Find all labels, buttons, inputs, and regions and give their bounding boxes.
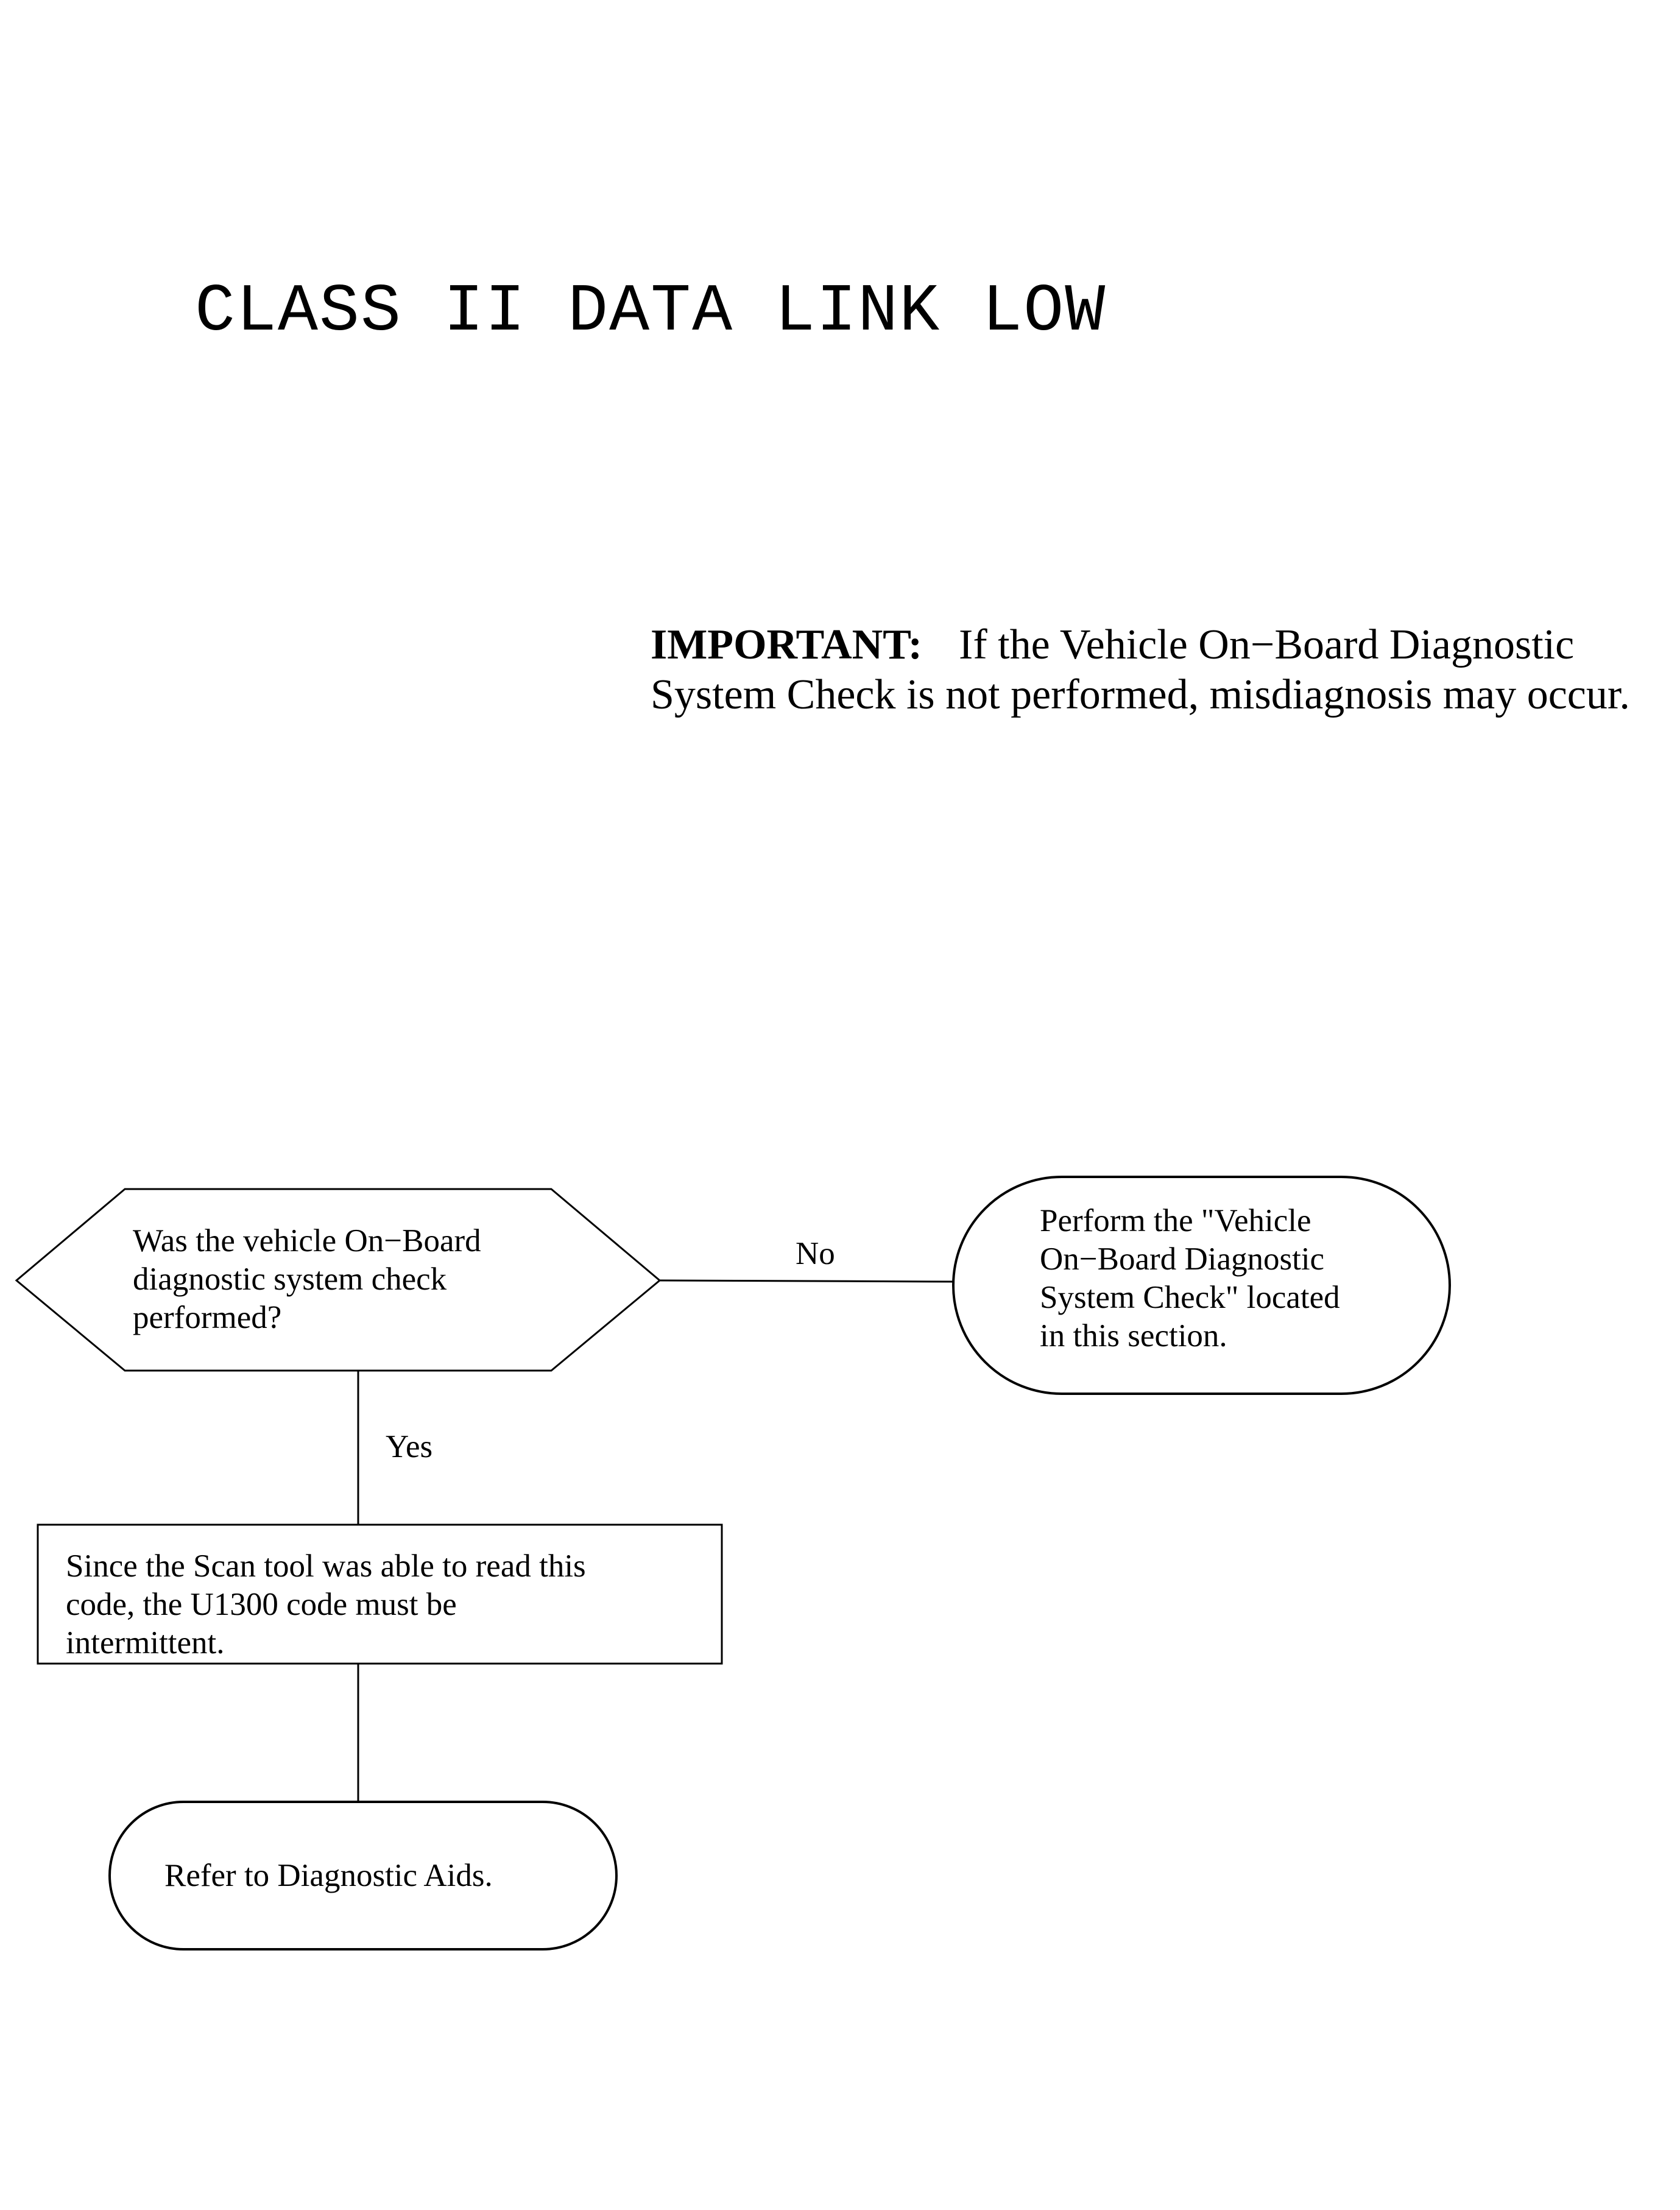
end-terminator xyxy=(108,1801,618,1951)
no-action-terminator xyxy=(952,1176,1451,1395)
important-text-1: If the Vehicle On−Board Diagnostic xyxy=(959,621,1575,668)
process-line: intermittent. xyxy=(66,1625,225,1661)
yes-label: Yes xyxy=(386,1429,433,1464)
no-action-line: System Check" located xyxy=(1040,1280,1340,1315)
process-line: Since the Scan tool was able to read thi… xyxy=(66,1548,586,1584)
no-action-line: On−Board Diagnostic xyxy=(1040,1241,1325,1277)
end-text: Refer to Diagnostic Aids. xyxy=(164,1858,493,1893)
important-label: IMPORTANT: xyxy=(651,621,923,668)
process-text: Since the Scan tool was able to read thi… xyxy=(66,1547,586,1662)
important-note: IMPORTANT: If the Vehicle On−Board Diagno… xyxy=(651,620,1630,720)
decision-hexagon xyxy=(15,1188,662,1372)
decision-line: Was the vehicle On−Board xyxy=(133,1223,481,1259)
process-box xyxy=(37,1523,723,1665)
no-label: No xyxy=(796,1236,835,1271)
process-line: code, the U1300 code must be xyxy=(66,1587,457,1622)
decision-line: diagnostic system check xyxy=(133,1262,447,1297)
page-title: CLASS II DATA LINK LOW xyxy=(195,274,1107,350)
no-connector xyxy=(659,1279,954,1283)
important-text-2: System Check is not performed, misdiagno… xyxy=(651,671,1630,718)
decision-line: performed? xyxy=(133,1300,282,1335)
important-line-1: IMPORTANT: If the Vehicle On−Board Diagno… xyxy=(651,620,1630,670)
no-action-line: in this section. xyxy=(1040,1318,1227,1354)
no-action-line: Perform the "Vehicle xyxy=(1040,1203,1311,1238)
decision-text: Was the vehicle On−Board diagnostic syst… xyxy=(133,1222,481,1337)
no-action-text: Perform the "Vehicle On−Board Diagnostic… xyxy=(1040,1202,1340,1355)
